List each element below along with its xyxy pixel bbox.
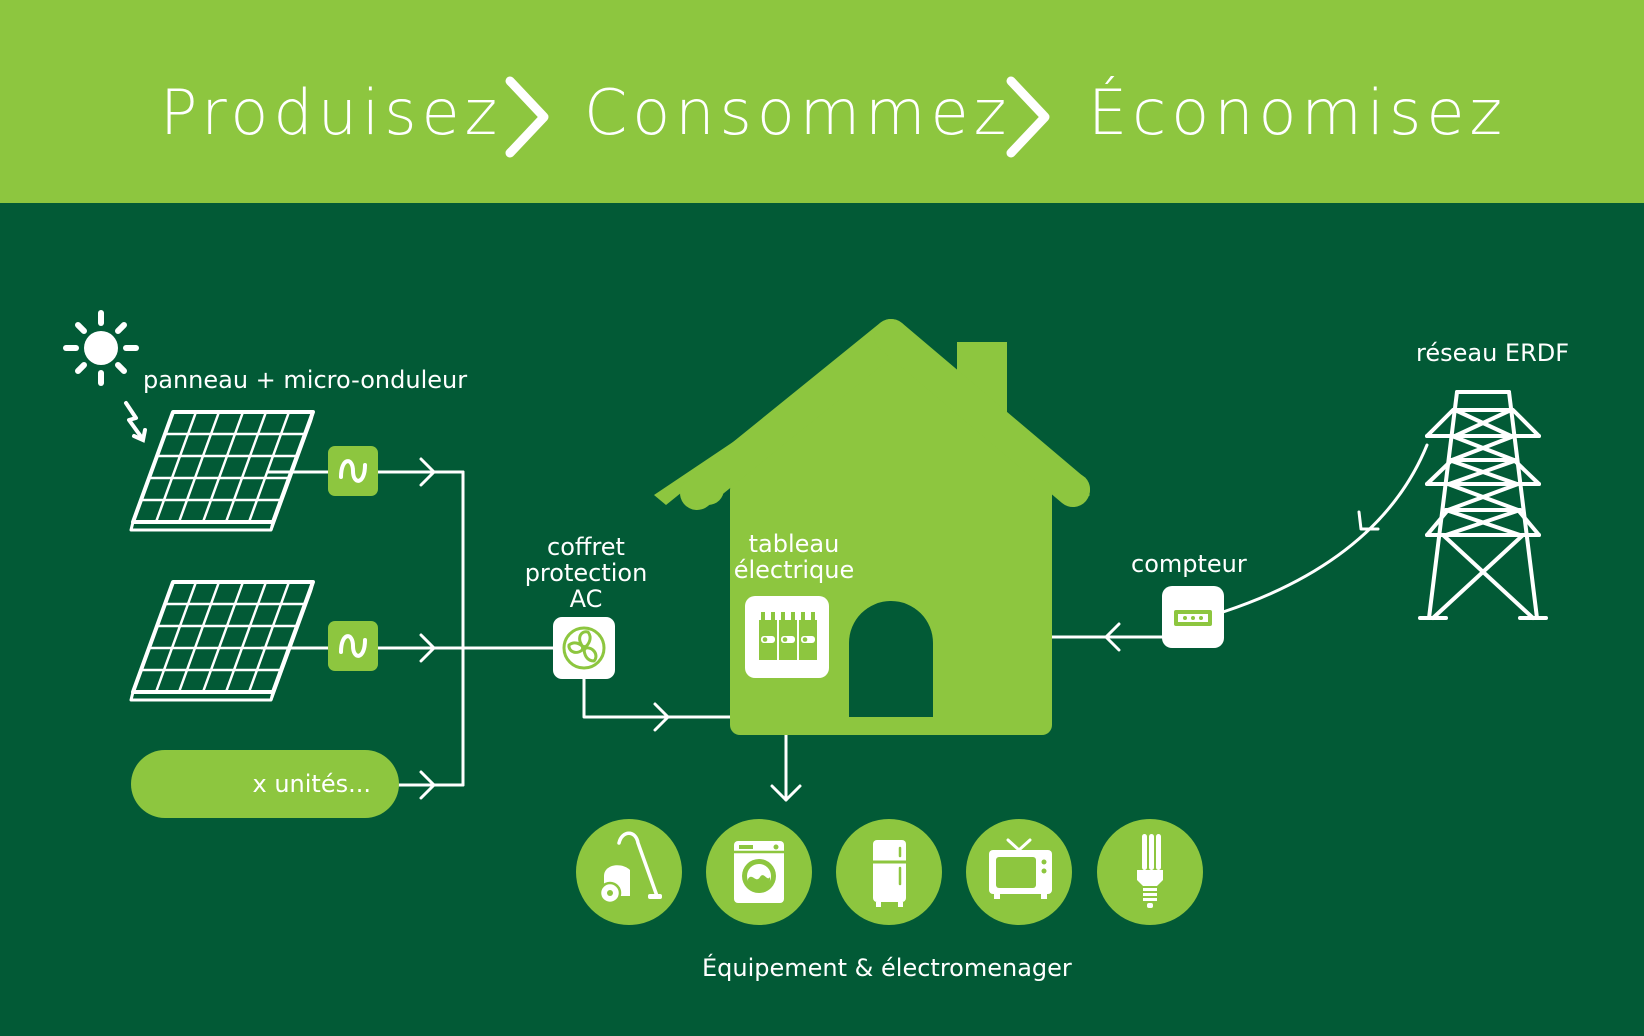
units-pill: x unités... <box>131 750 399 818</box>
board-label-line1: tableau <box>748 530 840 558</box>
sine-wave-icon <box>326 444 380 498</box>
ac-box-label-line3: AC <box>569 585 603 613</box>
sun-ray-bolt-icon <box>124 401 147 443</box>
sine-wave-icon <box>326 619 380 673</box>
fan-icon <box>553 617 615 679</box>
chevron-right-icon <box>505 76 549 158</box>
step-consommez: Consommez <box>584 76 1012 149</box>
meter-label: compteur <box>1131 550 1247 578</box>
vacuum-cleaner-icon <box>576 819 682 925</box>
fridge-icon <box>836 819 942 925</box>
power-pylon-icon <box>1418 390 1548 620</box>
grid-label: réseau ERDF <box>1416 339 1570 367</box>
header-banner: Produisez Consommez Économisez <box>0 0 1644 203</box>
sun-icon <box>63 310 139 386</box>
light-bulb-icon <box>1097 819 1203 925</box>
circuit-breaker-icon <box>745 596 829 678</box>
appliances-label: Équipement & électromenager <box>702 954 1072 982</box>
ac-box-label-line1: coffret <box>547 533 625 561</box>
washing-machine-icon <box>706 819 812 925</box>
board-label: tableau électrique <box>710 531 878 583</box>
meter-icon <box>1162 586 1224 648</box>
solar-panel-icon <box>129 580 315 702</box>
ac-box-label-line2: protection <box>524 559 648 587</box>
tv-icon <box>966 819 1072 925</box>
board-label-line2: électrique <box>733 556 855 584</box>
step-produisez: Produisez <box>160 76 503 149</box>
chevron-right-icon <box>1006 76 1050 158</box>
step-economisez: Économisez <box>1088 76 1508 149</box>
units-label: x unités... <box>252 770 372 798</box>
ac-box-label: coffret protection AC <box>508 534 664 612</box>
panel-label: panneau + micro-onduleur <box>143 366 468 394</box>
